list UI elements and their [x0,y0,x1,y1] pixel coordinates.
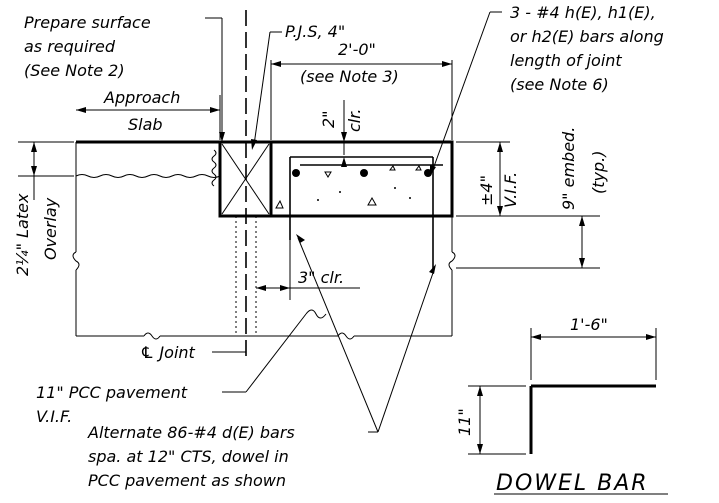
leader-pjs-diag [253,31,271,146]
latex-overlay-line-1: 2¼" Latex [13,193,32,276]
leader-pcc-diag [245,313,307,393]
embed-arrow-top [579,216,585,226]
wavy-edge-left [211,149,217,187]
aggregate-dot-3 [409,197,411,199]
dowel-dim-h-label: 1'-6" [570,315,608,334]
break-symbol-bottom-2 [337,332,355,340]
leader-alt-diag-1 [297,237,379,433]
clr3-label: 3" clr. [298,268,344,287]
rebar-note-line-2: or h2(E) bars along [510,27,664,46]
alternate-bars-line-3: PCC pavement as shown [88,471,286,490]
break-symbol-left [72,251,80,271]
plus-minus-4-label: ±4" [477,175,496,206]
aggregate-5 [415,165,422,171]
rebar-dot-2 [360,169,368,177]
dowel-dim-h-arrow-left [531,334,541,340]
text-labels: Prepare surface as required (See Note 2)… [13,3,664,496]
dimensions [18,60,600,300]
dowel-dim-v-label: 11" [455,408,474,436]
clr3-arrow-left [256,285,266,291]
clr2-arrow-top [341,132,347,142]
leader-alt-arrow-2 [429,264,436,274]
dim-2ft-arrow-right [442,61,452,67]
pcc-pavement-line-2: V.I.F. [36,407,72,426]
leader-rebar-diag [431,11,491,173]
leader-pjs-arrow [251,139,257,150]
aggregate-4 [389,165,396,171]
rebar-cage [275,156,443,270]
latex-overlay-line-2: Overlay [41,197,60,260]
prepare-surface-line-3: (See Note 2) [24,61,125,80]
vif-side-label: V.I.F. [501,172,520,208]
dowel-dim-v-arrow-bottom [477,444,483,454]
joint-centerline [235,10,257,356]
approach-arrow-left [76,107,86,113]
vif-arrow-top [497,142,503,152]
latex-arrow-bottom [31,166,37,176]
dim-2ft-arrow-left [271,61,281,67]
overlay-wavy-line [75,174,221,178]
approach-label: Approach [103,88,180,107]
rebar-note-line-3: length of joint [510,51,622,70]
dowel-dim-h-arrow-right [646,334,656,340]
clr2-word-label: clr. [345,109,364,132]
break-symbol-right [448,251,456,271]
dim-2ft-label: 2'-0" [338,40,376,59]
joint-header [211,140,454,218]
pjs-label: P.J.S, 4" [285,22,345,41]
leaders [205,11,502,433]
aggregate-3 [275,199,284,209]
pcc-pavement-line-1: 11" PCC pavement [36,383,188,402]
embed-arrow-bottom [579,258,585,268]
clr2-value-label: 2" [319,110,338,128]
clr2-arrow-bottom [341,157,347,167]
leader-pcc-squiggle [305,309,327,319]
rebar-dot-1 [292,169,300,177]
leader-alt-diag-2 [377,269,435,433]
prepare-surface-line-1: Prepare surface [24,13,151,32]
clr3-arrow-right [280,285,290,291]
rebar-note-line-1: 3 - #4 h(E), h1(E), [510,3,656,22]
aggregate-dot-4 [317,199,319,201]
rebar-note-line-4: (see Note 6) [510,75,609,94]
leader-rebar-arrow [430,165,436,176]
see-note-3-label: (see Note 3) [300,67,399,86]
aggregate-2 [367,196,377,206]
aggregate-dot-2 [394,187,396,189]
alternate-bars-line-1: Alternate 86-#4 d(E) bars [87,423,295,442]
embed-line-2: (typ.) [589,151,608,194]
slab-label: Slab [128,115,163,134]
latex-arrow-top [31,142,37,152]
approach-arrow-right [210,107,220,113]
vif-arrow-bottom [497,206,503,216]
cl-joint-label: ℄ Joint [140,343,196,362]
dowel-title: DOWEL BAR [496,471,649,496]
aggregate-1 [324,171,332,178]
leader-alt-arrow-1 [296,234,305,243]
prepare-surface-line-2: as required [24,37,116,56]
dowel-dim-v-arrow-top [477,386,483,396]
header-block [218,140,454,218]
aggregate-dot-1 [339,191,341,193]
alternate-bars-line-2: spa. at 12" CTS, dowel in [88,447,289,466]
break-symbol-bottom-1 [143,332,161,340]
leader-prepare-arrow [219,132,225,142]
dowel-bar-detail [468,328,668,495]
slab-section [72,140,456,340]
embed-line-1: 9" embed. [559,127,578,210]
